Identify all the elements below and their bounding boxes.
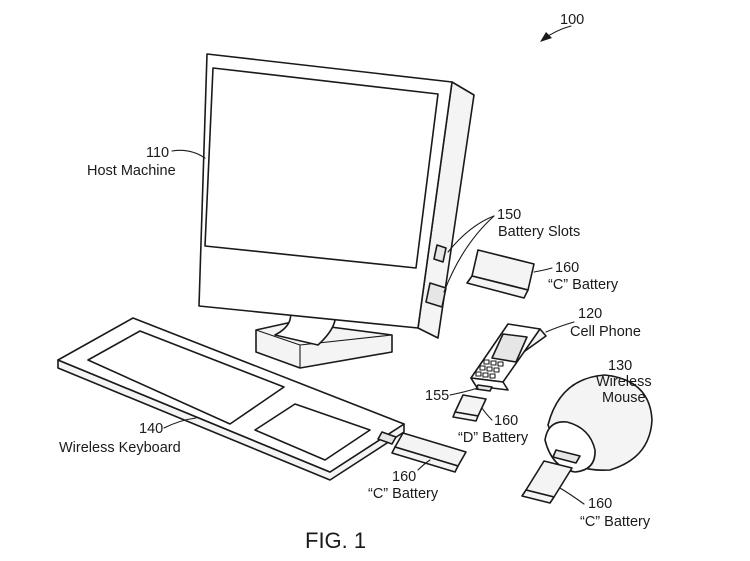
keyboard-battery-slot (377, 431, 397, 445)
phone-slot-leader-line (449, 387, 479, 396)
wireless-keyboard: 140 Wireless Keyboard (57, 317, 405, 481)
phone-leader-line (545, 321, 575, 333)
monitor-stand-base-edges (255, 329, 393, 369)
c-battery-keyboard-side (391, 446, 459, 473)
keyboard-key-area-pad (254, 403, 371, 461)
keyboard-leader-line (163, 417, 197, 429)
c-battery-host-edge (466, 249, 479, 284)
c-battery-keyboard-leader (417, 459, 431, 471)
battery-slot-lower (425, 282, 447, 308)
host-ref-number: 110 (146, 145, 169, 161)
slots-ref-number: 150 (497, 207, 521, 223)
c-battery-mouse-ref: 160 (588, 496, 612, 512)
arrowhead-icon (540, 32, 552, 42)
system-reference: 100 (540, 12, 584, 42)
system-ref-number: 100 (560, 12, 584, 28)
c-battery-mouse: 160 “C” Battery (521, 460, 651, 530)
d-battery-leader-line (481, 407, 493, 421)
mouse-battery-slot (552, 449, 581, 464)
slots-label: Battery Slots (498, 224, 580, 240)
phone-battery-slot (475, 384, 493, 392)
phone-bottom-face (470, 377, 509, 391)
c-battery-keyboard-label: “C” Battery (368, 486, 439, 502)
c-battery-keyboard-ref: 160 (392, 469, 416, 485)
c-battery-host: 160 “C” Battery (466, 249, 619, 299)
c-battery-host-leader (533, 267, 553, 273)
c-battery-mouse-label: “C” Battery (580, 514, 651, 530)
wireless-mouse: 130 Wireless Mouse (544, 358, 653, 473)
d-battery-ref-number: 160 (494, 413, 518, 429)
slots-leader-line-upper (447, 215, 495, 253)
mouse-ref-number: 130 (608, 358, 632, 374)
slots-leader-line-lower (443, 215, 495, 293)
c-battery-mouse-leader (559, 487, 585, 505)
phone-slot-ref-number: 155 (425, 388, 449, 404)
host-machine: 110 Host Machine (87, 53, 475, 369)
mouse-label-line-1: Wireless (596, 374, 652, 390)
host-leader-line (171, 149, 206, 159)
monitor-screen (204, 67, 439, 269)
battery-slots-callout: 150 Battery Slots (443, 207, 580, 293)
keyboard-label: Wireless Keyboard (59, 440, 181, 456)
d-battery-side (452, 411, 479, 422)
d-battery: 160 “D” Battery (452, 394, 529, 446)
c-battery-host-ref: 160 (555, 260, 579, 276)
keyboard-key-area-main (87, 330, 285, 425)
mouse-label-line-2: Mouse (602, 390, 646, 406)
c-battery-keyboard: 160 “C” Battery (368, 432, 467, 502)
figure-caption: FIG. 1 (305, 528, 366, 553)
phone-display (491, 333, 528, 363)
cell-phone: 120 Cell Phone 155 (425, 306, 641, 404)
phone-keypad (475, 359, 504, 379)
phone-ref-number: 120 (578, 306, 602, 322)
host-label: Host Machine (87, 163, 176, 179)
c-battery-mouse-side (521, 489, 555, 504)
battery-slot-upper (433, 244, 447, 263)
c-battery-host-label: “C” Battery (548, 277, 619, 293)
d-battery-label: “D” Battery (458, 430, 529, 446)
phone-label: Cell Phone (570, 324, 641, 340)
keyboard-ref-number: 140 (139, 421, 163, 437)
